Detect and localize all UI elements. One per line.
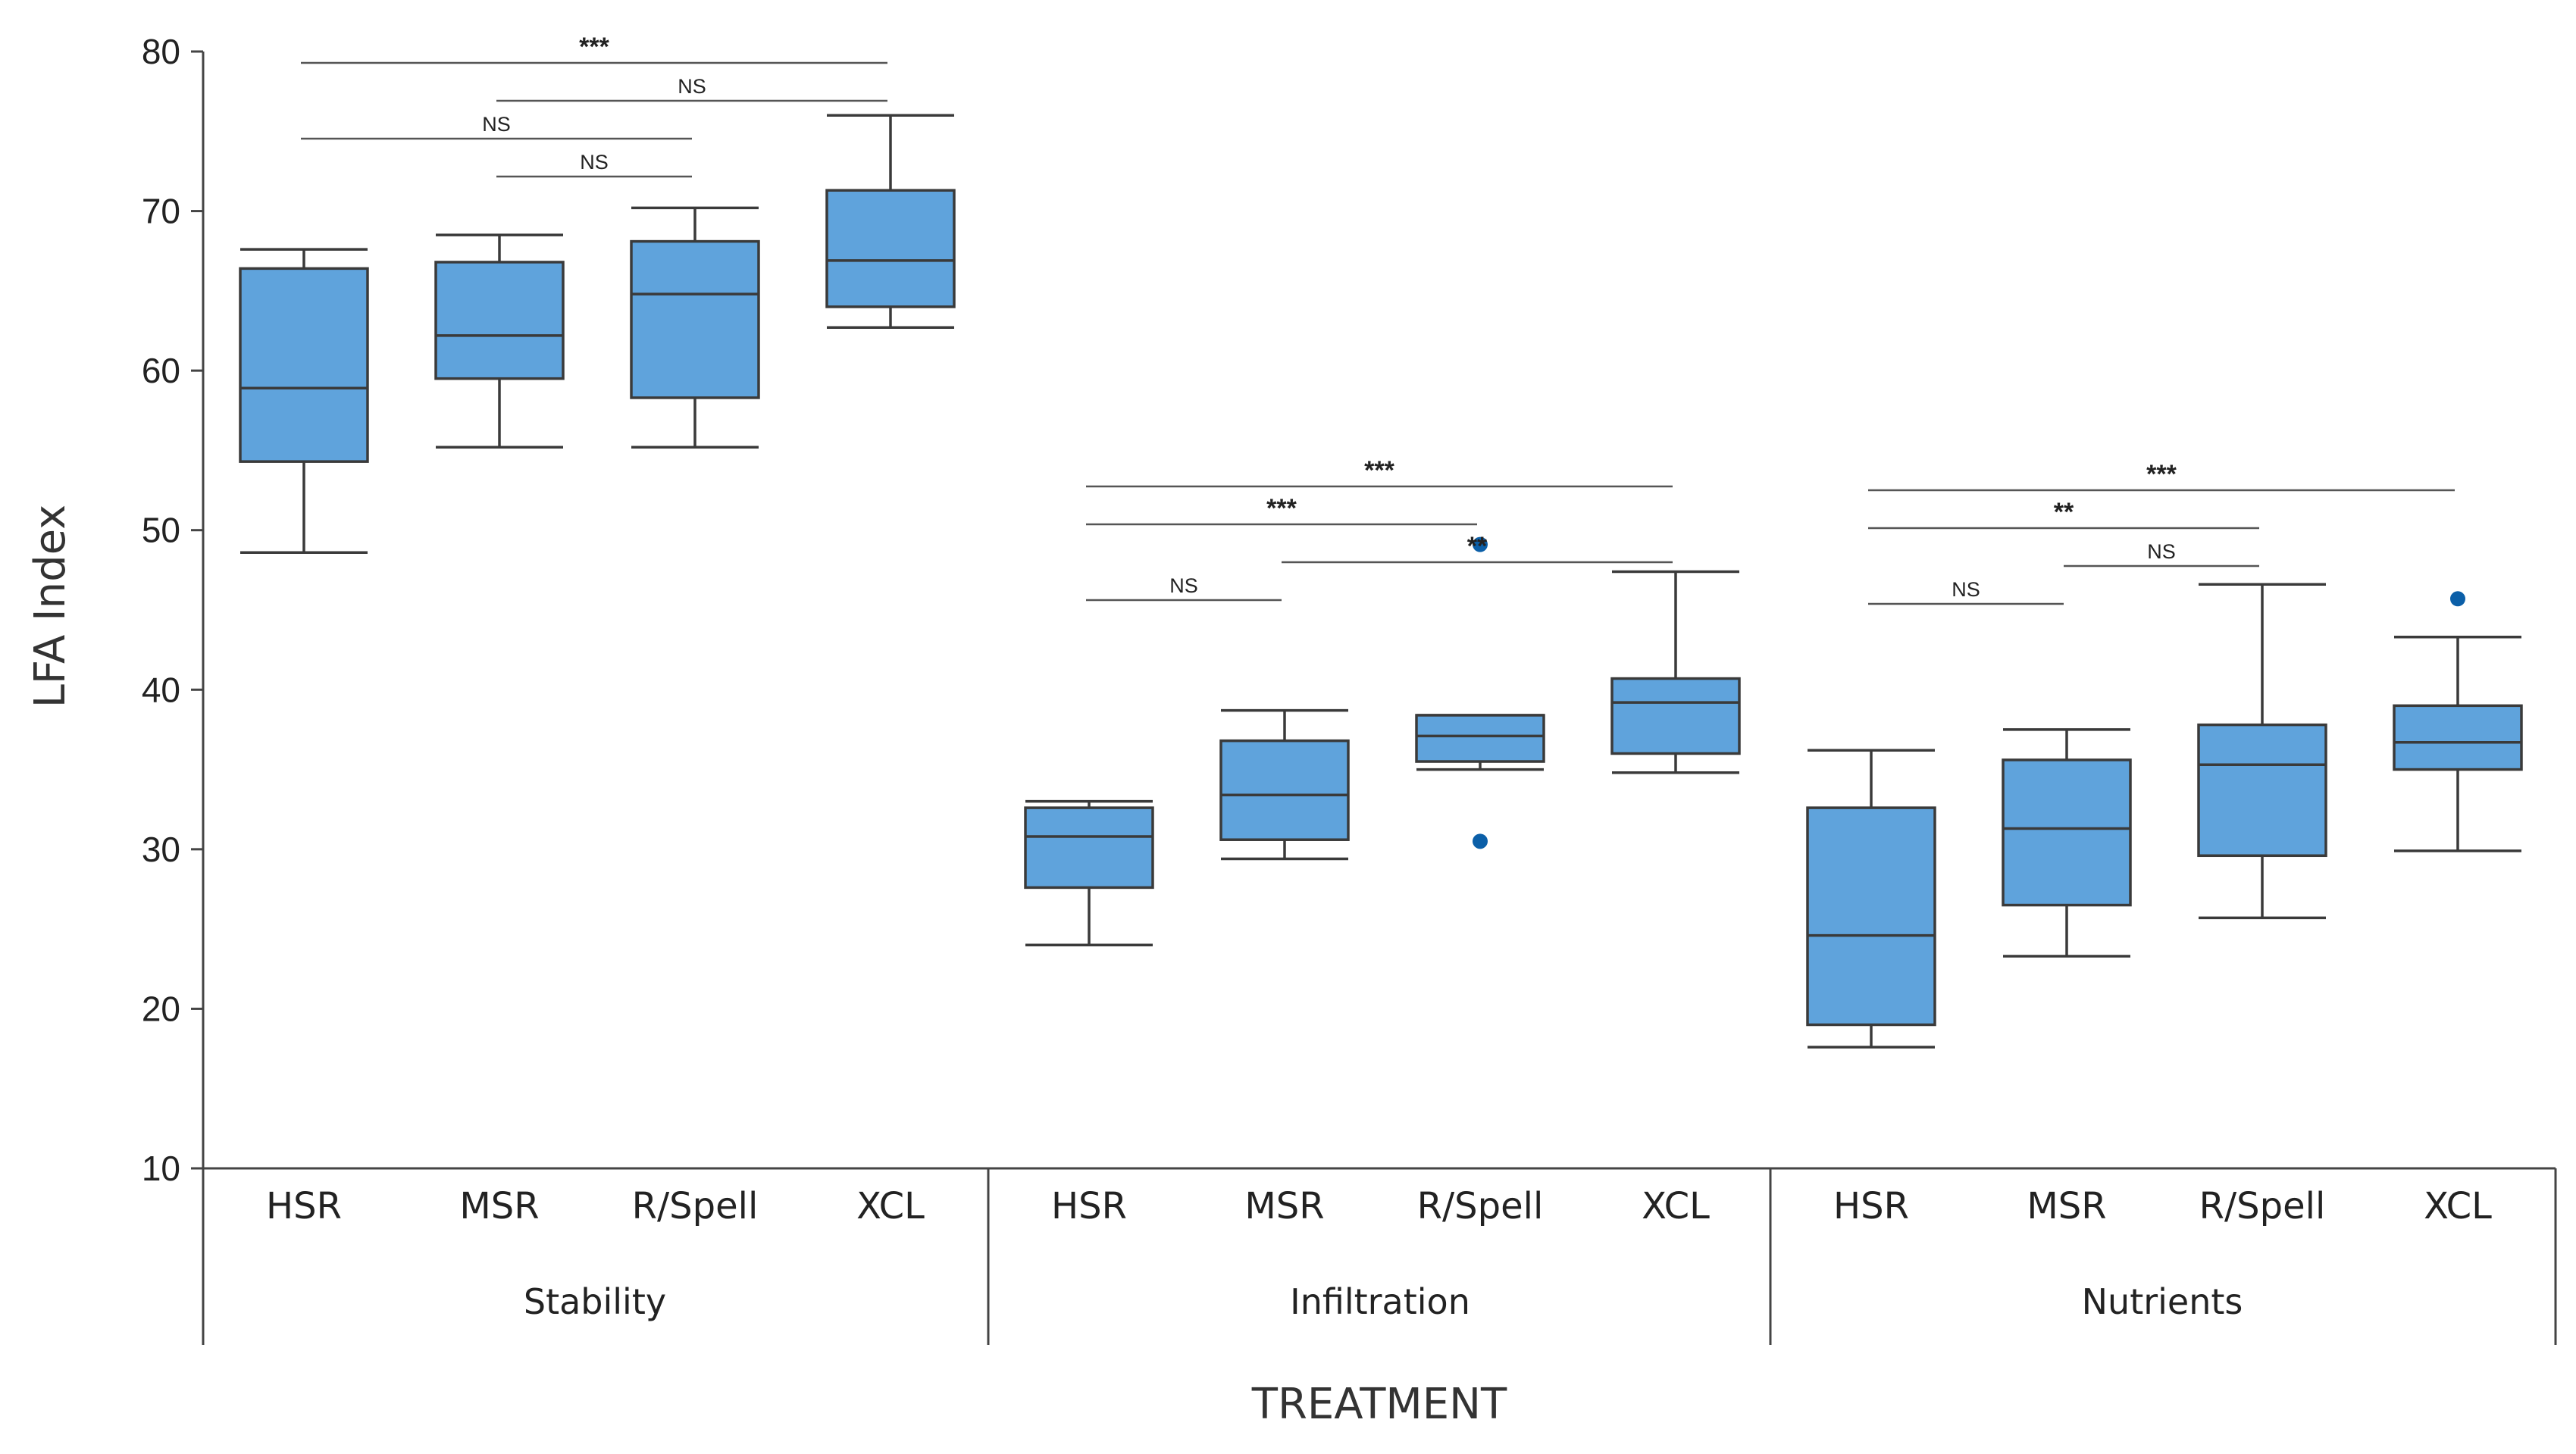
significance-label: *** [1364,456,1394,485]
box-iqr [2197,723,2327,858]
y-tick-label: 20 [142,989,180,1028]
category-label: XCL [2424,1185,2492,1227]
significance-label: NS [482,113,511,136]
outlier-point [1473,536,1488,552]
y-tick-label: 80 [142,32,180,71]
box-iqr [825,189,956,308]
outlier-point [2450,591,2465,607]
y-axis-title: LFA Index [26,505,75,708]
box-iqr [1415,714,1545,763]
box-iqr [1806,806,1936,1027]
y-tick-label: 30 [142,830,180,869]
category-label: MSR [2027,1185,2106,1227]
significance-label: NS [1169,574,1198,597]
box-iqr [2002,758,2132,907]
category-label: XCL [856,1185,925,1227]
x-axis-title: TREATMENT [1251,1380,1507,1429]
box-infiltration-r-spell [1415,536,1545,849]
outlier-point [1473,833,1488,849]
category-label: R/Spell [1417,1185,1544,1227]
y-tick-label: 70 [142,192,180,231]
box-iqr [1610,677,1741,755]
box-series [239,114,2523,1049]
significance-label: NS [1952,578,1980,601]
significance-label: NS [2147,540,2176,563]
y-tick-label: 60 [142,351,180,390]
significance-label: NS [678,75,706,98]
category-label: R/Spell [632,1185,759,1227]
significance-label: *** [2146,460,2177,489]
box-stability-xcl [825,114,956,330]
category-label: XCL [1642,1185,1710,1227]
box-nutrients-msr [2002,728,2132,958]
significance-label: *** [579,33,609,61]
significance-label: ** [2054,498,2074,527]
box-iqr [630,239,760,399]
y-tick-label: 10 [142,1149,180,1188]
group-label: Stability [524,1281,666,1322]
significance-label: *** [1266,494,1297,523]
category-label: MSR [459,1185,539,1227]
box-iqr [1024,806,1154,890]
box-stability-msr [434,233,565,449]
y-tick-label: 40 [142,670,180,709]
box-iqr [1219,739,1350,841]
group-label: Infiltration [1290,1281,1470,1322]
significance-label: NS [580,151,609,174]
category-label: HSR [1051,1185,1127,1227]
box-nutrients-r-spell [2197,583,2327,920]
category-label: HSR [266,1185,342,1227]
box-stability-hsr [239,248,369,554]
significance-label: ** [1467,532,1488,561]
axes [191,50,2557,1345]
box-iqr [239,267,369,463]
box-infiltration-msr [1219,708,1350,861]
box-stability-r-spell [630,206,760,449]
box-infiltration-hsr [1024,799,1154,946]
box-iqr [434,261,565,380]
box-nutrients-xcl [2393,591,2523,852]
category-label: MSR [1244,1185,1324,1227]
group-label: Nutrients [2082,1281,2243,1322]
category-label: HSR [1833,1185,1909,1227]
box-iqr [2393,704,2523,771]
box-nutrients-hsr [1806,749,1936,1049]
category-label: R/Spell [2199,1185,2326,1227]
box-infiltration-xcl [1610,570,1741,774]
y-tick-label: 50 [142,511,180,550]
